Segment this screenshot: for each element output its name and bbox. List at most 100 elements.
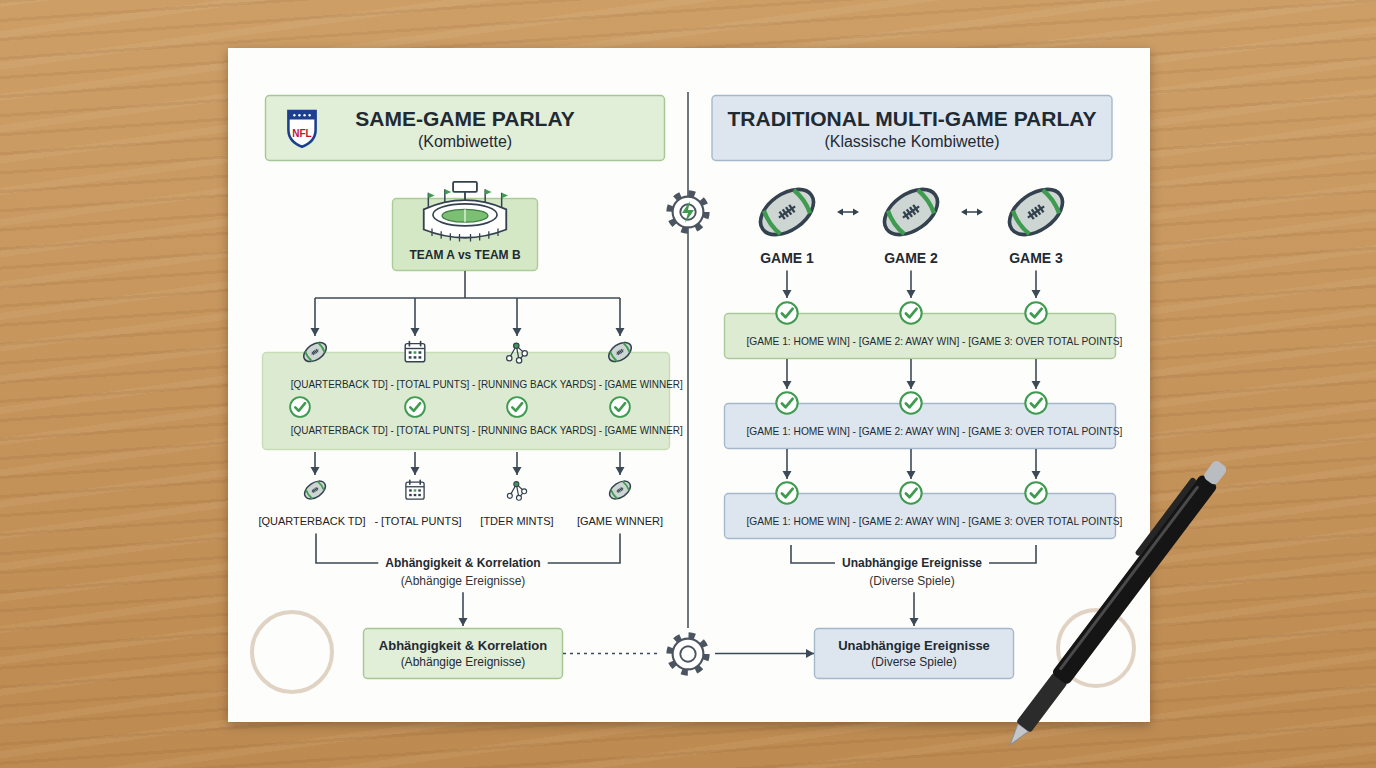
football-icon [606,477,633,502]
arrow-head [1032,471,1041,479]
leader-head [1032,290,1041,298]
node-title: [QUARTERBACK TD] - [TOTAL PUNTS] - [RUNN… [291,376,683,392]
football-icon [605,338,634,365]
bracket-label: Abhängigkeit & Korrelation [385,556,540,570]
arrow-head [783,381,792,389]
check-icon [1025,392,1046,413]
check-icon [1025,482,1046,503]
arrow-head [311,328,320,336]
bet-band: [GAME 1: HOME WIN] - [GAME 2: AWAY WIN] … [724,403,1116,449]
node-title: Unabhängige Ereignisse [824,637,1004,654]
pen-body [1051,474,1218,686]
result-box-fill [364,629,563,679]
arrow-head [1032,381,1041,389]
check-icon [1025,302,1046,323]
bracket-line [989,545,1036,563]
double-arrow-heads [837,209,983,216]
arrow-head [616,328,625,336]
check-icon [507,397,527,417]
football-icon [876,180,945,244]
network-icon [507,343,528,363]
node-title: TRADITIONAL MULTI-GAME PARLAY [727,106,1096,132]
double-arrow [841,211,979,213]
pen-highlight [1059,485,1200,670]
result-box-fill [815,629,1014,679]
header-box-fill [712,96,1112,161]
result-box: Abhängigkeit & Korrelation(Abhängige Ere… [363,628,563,679]
calendar-icon [405,342,425,362]
game-label: GAME 2 [884,250,938,267]
node-title: [GAME 1: HOME WIN] - [GAME 2: AWAY WIN] … [746,333,1122,349]
bracket-label: Unabhängige Ereignisse [842,556,982,570]
check-icon [405,397,425,417]
node-text: (Kombiwette) [418,132,512,152]
check-icon [290,397,310,417]
football-icon [1001,180,1070,244]
check-icon [776,482,797,503]
connector [783,359,1041,389]
connector [311,271,625,336]
node-title: SAME-GAME PARLAY [355,106,574,132]
game-label: GAME 3 [1009,250,1063,267]
node-title: Abhängigkeit & Korrelation [373,637,553,654]
header-box: TRADITIONAL MULTI-GAME PARLAY(Klassische… [712,95,1113,161]
connector-line [563,653,661,655]
check-icon [776,392,797,413]
connector-line [464,271,466,298]
bet-label: [GAME WINNER] [577,515,663,528]
check-icon [610,397,630,417]
network-icon [507,482,526,501]
leader-head [311,467,320,475]
pen [997,454,1230,751]
gear-icon [670,194,707,231]
pen-grip [1016,672,1068,732]
coffee-ring [252,612,332,692]
connector [563,649,814,658]
leader-head [459,618,468,626]
node-text: [QUARTERBACK TD] - [TOTAL PUNTS] - [RUNN… [291,422,683,438]
arrow-head [513,328,522,336]
node-text: (Klassische Kombiwette) [824,132,999,152]
bet-band: [QUARTERBACK TD] - [TOTAL PUNTS] - [RUNN… [262,352,670,450]
arrow-head [783,471,792,479]
nfl-logo [288,111,315,147]
node-title: TEAM A vs TEAM B [400,248,530,263]
node-text: (Abhängige Ereignisse) [373,654,553,670]
logo-text: NFL [292,128,311,140]
pen-button [1202,459,1228,486]
stadium-icon [424,182,508,242]
connector [783,449,1041,479]
connector-line [715,653,814,655]
bracket-line [548,534,620,563]
gear-icon [670,636,707,673]
bet-label: - [TOTAL PUNTS] [374,515,461,528]
arrow-head [907,471,916,479]
bracket-line [791,545,835,563]
leader-head [616,467,625,475]
leader-head [907,290,916,298]
arrow-head [806,649,814,658]
match-box: TEAM A vs TEAM B [392,198,538,271]
node-title: [GAME 1: HOME WIN] - [GAME 2: AWAY WIN] … [746,513,1122,529]
bet-band: [GAME 1: HOME WIN] - [GAME 2: AWAY WIN] … [724,313,1116,359]
leader-head [513,467,522,475]
calendar-icon [406,480,424,499]
result-box: Unabhängige Ereignisse(Diverse Spiele) [814,628,1014,679]
node-text: (Diverse Spiele) [824,654,1004,670]
bracket-line [316,534,378,563]
connector-line [315,297,620,299]
check-icon [776,302,797,323]
bet-band: [GAME 1: HOME WIN] - [GAME 2: AWAY WIN] … [724,493,1116,539]
check-icon [900,482,921,503]
bet-label: [TDER MINTS] [480,515,553,528]
leader-lines [311,270,1041,626]
pen-clip [1134,477,1197,557]
check-icon [900,392,921,413]
header-box-fill [266,96,665,161]
bet-label: [QUARTERBACK TD] [258,515,365,528]
bracket-sublabel: (Diverse Spiele) [869,574,954,588]
bolt-icon [682,201,694,223]
